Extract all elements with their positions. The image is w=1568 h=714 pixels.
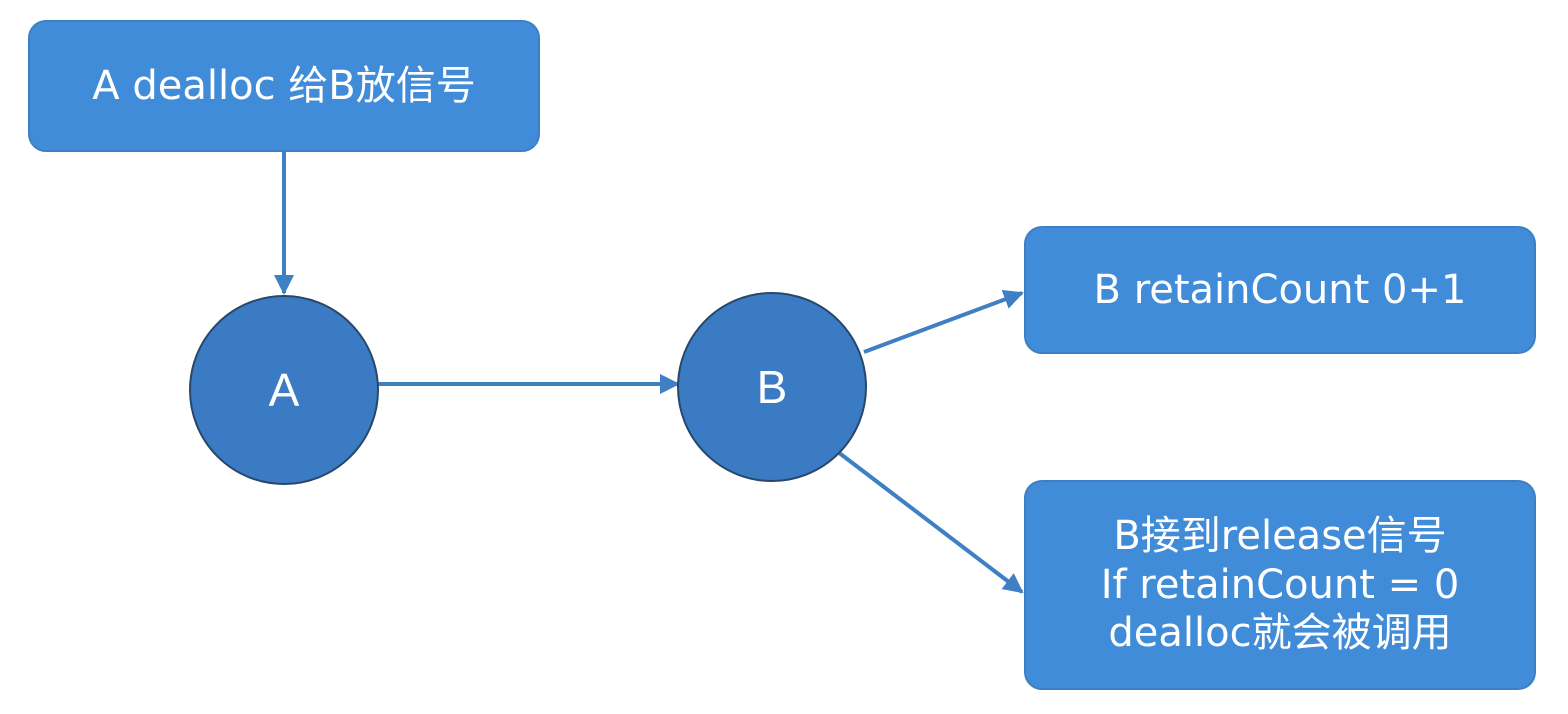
retain-count-box: B retainCount 0+1 — [1024, 226, 1536, 354]
node-a-label: A — [268, 364, 300, 416]
retain-count-text: B retainCount 0+1 — [1093, 267, 1467, 313]
signal-box: A dealloc 给B放信号 — [28, 20, 540, 152]
node-b: B — [677, 292, 867, 482]
release-box: B接到release信号 If retainCount = 0 dealloc就… — [1024, 480, 1536, 690]
node-a: A — [189, 295, 379, 485]
arrow-b-to-release — [836, 450, 1024, 594]
release-line-2: If retainCount = 0 — [1100, 561, 1460, 608]
release-line-3: dealloc就会被调用 — [1108, 610, 1452, 657]
signal-box-text: A dealloc 给B放信号 — [92, 63, 476, 109]
release-line-1: B接到release信号 — [1113, 512, 1447, 559]
node-b-label: B — [756, 361, 788, 413]
arrow-b-to-retain — [863, 289, 1024, 354]
